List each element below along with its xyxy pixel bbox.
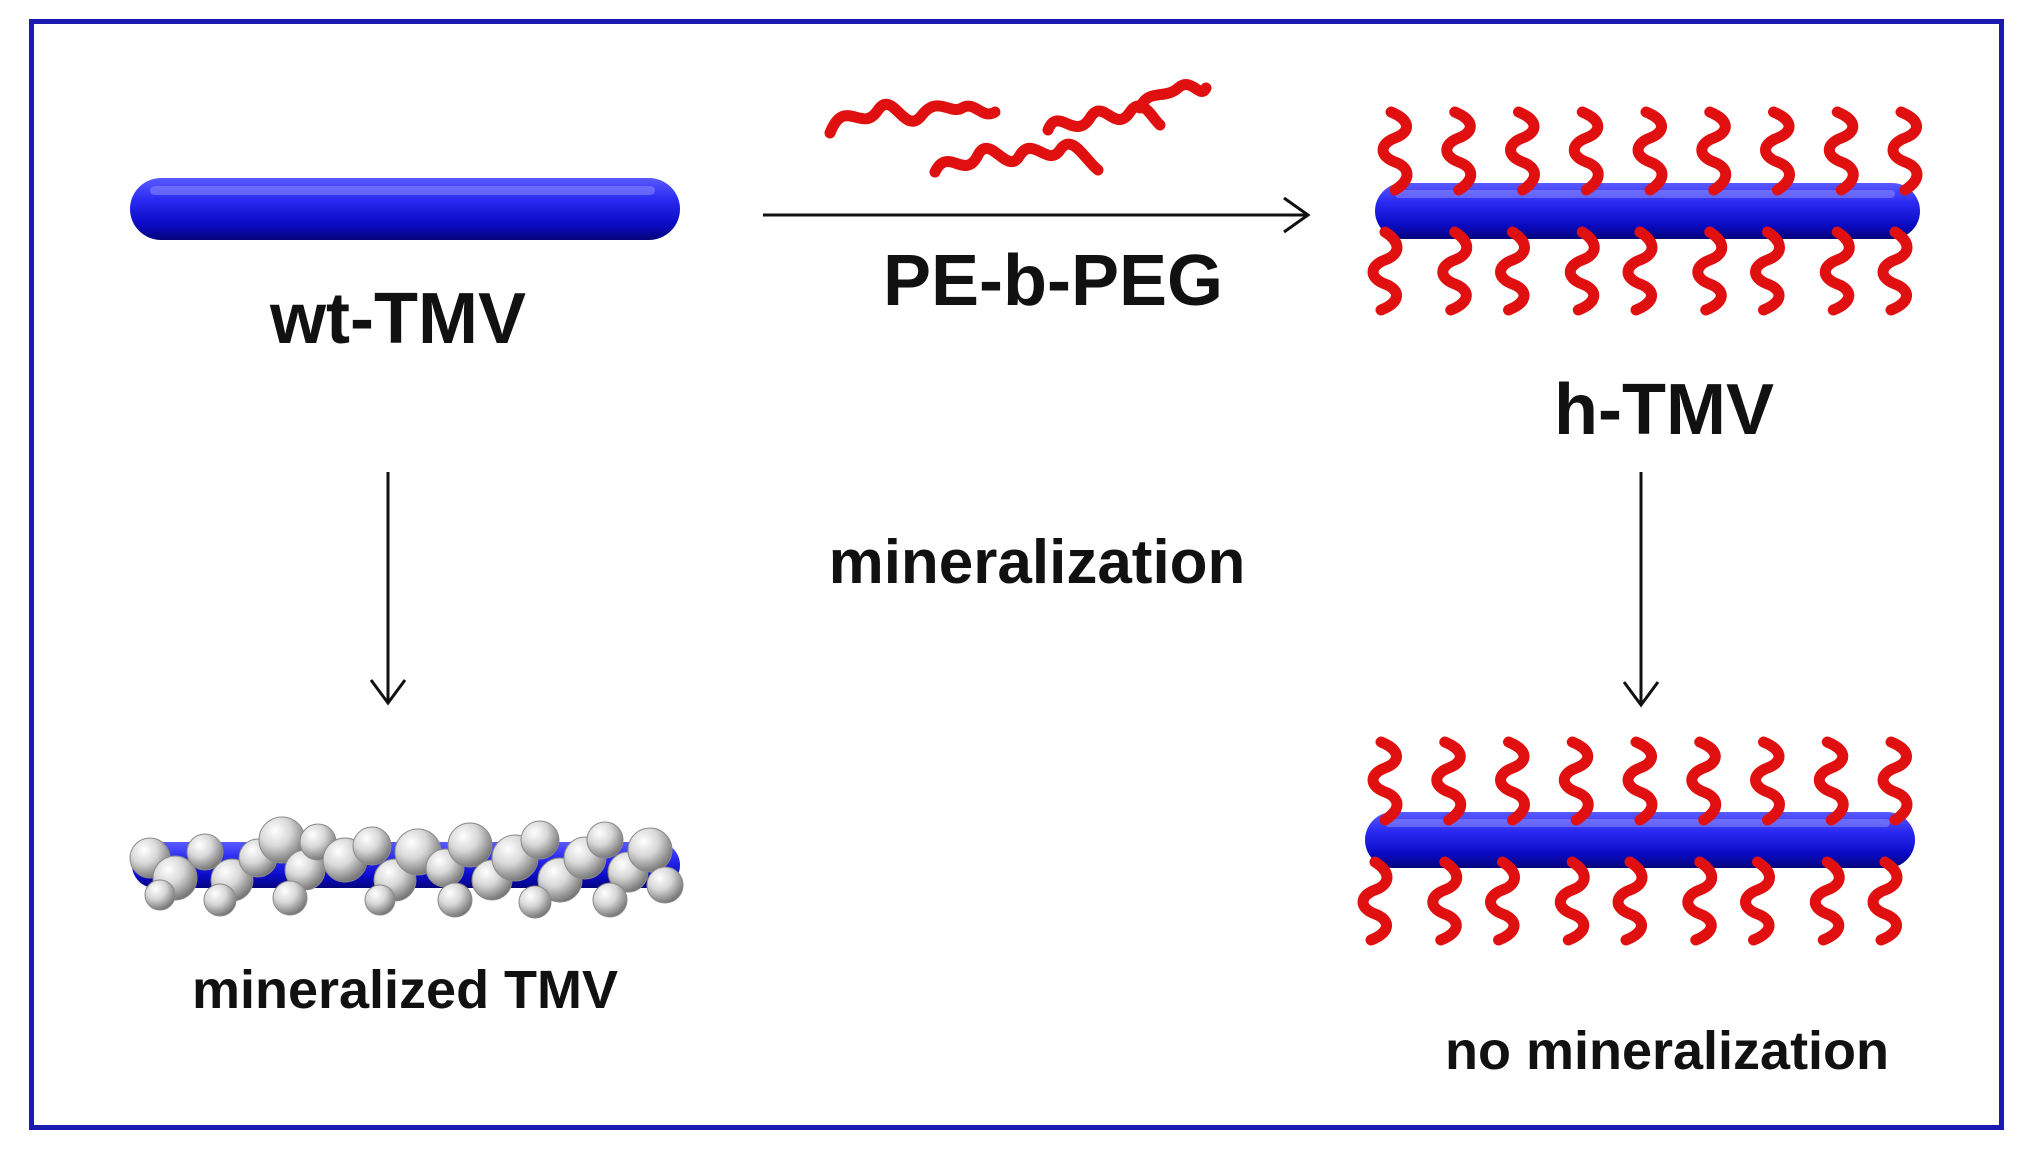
reaction-arrow: [763, 196, 1311, 234]
polymer-chain-icon: [1750, 226, 1785, 316]
polymer-chain-icon: [1612, 856, 1648, 946]
polymer-chain-icon: [1696, 106, 1732, 196]
mineral-particles: [129, 816, 684, 919]
polymer-chain-icon: [1622, 226, 1658, 316]
polymer-chain-icon: [1568, 106, 1604, 196]
mineralized-tmv-label: mineralized TMV: [191, 960, 619, 1020]
polymer-chain-icon: [1692, 226, 1728, 316]
mineral-particle-icon: [586, 821, 624, 859]
polymer-chain-icon: [1357, 856, 1393, 946]
polymer-chain-icon: [1437, 226, 1473, 316]
polymer-chain-icon: [1809, 856, 1845, 946]
polymer-chain-icon: [1485, 856, 1520, 946]
polymer-chain-icon: [1505, 106, 1540, 196]
mineralization-arrow-left: [369, 472, 407, 706]
wt-tmv-label: wt-TMV: [270, 279, 526, 359]
mineral-particle-icon: [447, 822, 493, 868]
polymer-chain-icon: [1887, 106, 1923, 196]
mineral-particle-icon: [520, 820, 560, 860]
polymer-chain-icon: [1495, 736, 1530, 826]
polymer-chain-icon: [1554, 856, 1590, 946]
pe-b-peg-chains: [824, 79, 1212, 178]
mineralization-label: mineralization: [828, 528, 1246, 597]
polymer-chain-icon: [1441, 106, 1477, 196]
mineral-particle-icon: [352, 826, 392, 866]
mineral-particle-icon: [203, 883, 237, 917]
polymer-chain-icon: [1367, 736, 1403, 826]
mineral-particle-icon: [272, 880, 308, 916]
h-tmv-label: h-TMV: [1554, 370, 1774, 450]
figure-frame: [29, 19, 2004, 1130]
polymer-chain-icon: [1867, 856, 1903, 946]
polymer-chain-icon: [1819, 226, 1855, 316]
mineral-particle-icon: [437, 882, 473, 918]
mineral-particle-icon: [592, 882, 628, 918]
polymer-chain-icon: [1823, 106, 1859, 196]
mineralization-arrow-right: [1622, 472, 1660, 708]
wt-tmv-rod: [130, 178, 680, 240]
mineral-particle-icon: [364, 884, 396, 916]
polymer-chain-icon: [1877, 226, 1913, 316]
polymer-chain-icon: [1427, 856, 1463, 946]
polymer-chain-icon: [1750, 736, 1785, 826]
mineral-particle-icon: [627, 827, 673, 873]
h-tmv-assembly: [1367, 106, 1923, 316]
mineral-particle-icon: [646, 866, 684, 904]
polymer-chain-icon: [1367, 226, 1403, 316]
polymer-chain-icon: [1632, 106, 1668, 196]
polymer-chain-icon: [1682, 856, 1718, 946]
polymer-chain-icon: [1495, 226, 1530, 316]
polymer-chain-icon: [1431, 736, 1467, 826]
polymer-chain-icon: [1622, 736, 1658, 826]
mineral-particle-icon: [186, 833, 224, 871]
no-mineralization-label: no mineralization: [1444, 1021, 1890, 1081]
polymer-chain-icon: [1686, 736, 1722, 826]
polymer-chain-icon: [1760, 106, 1795, 196]
mineralized-tmv: [129, 816, 684, 919]
polymer-chain-icon: [1813, 736, 1849, 826]
polymer-chain-icon: [1740, 856, 1775, 946]
polymer-chain-icon: [1558, 736, 1594, 826]
h-tmv-unmineralized: [1357, 736, 1915, 946]
polymer-chain-icon: [1564, 226, 1600, 316]
mineral-particle-icon: [518, 885, 552, 919]
polymer-chain-icon: [1877, 736, 1913, 826]
pe-b-peg-label: PE-b-PEG: [882, 241, 1224, 321]
mineral-particle-icon: [144, 879, 176, 911]
polymer-chain-icon: [1377, 106, 1413, 196]
